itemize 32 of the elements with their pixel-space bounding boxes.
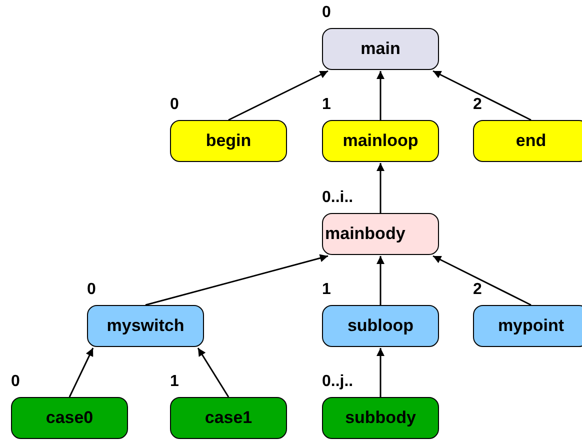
index-label: 0..i.. [322,189,354,207]
node-box: begin [170,120,287,162]
arrow [68,348,94,398]
node-box: end [473,120,582,162]
node-box: subloop [322,305,439,347]
index-label: 2 [473,281,482,299]
index-label: 0 [322,4,331,22]
arrow [228,70,328,121]
index-label: 0 [170,96,179,114]
node-box: subbody [322,397,439,439]
arrow [376,71,384,120]
index-label: 1 [322,281,331,299]
node-box: myswitch [87,305,204,347]
arrow [197,348,230,398]
arrow [376,163,384,213]
index-label: 1 [322,96,331,114]
arrow [145,254,328,306]
index-label: 0 [11,373,20,391]
index-label: 1 [170,373,179,391]
node-box: mainloop [322,120,439,162]
node-box: mainbody [322,213,439,255]
arrow [432,70,532,121]
node-box: mypoint [473,305,582,347]
node-box: case0 [11,397,128,439]
index-label: 0..j.. [322,373,354,391]
index-label: 2 [473,96,482,114]
node-box: case1 [170,397,287,439]
arrow [376,256,384,305]
arrow [432,255,532,306]
index-label: 0 [87,281,96,299]
node-box: main [322,28,439,70]
arrow [376,348,384,397]
